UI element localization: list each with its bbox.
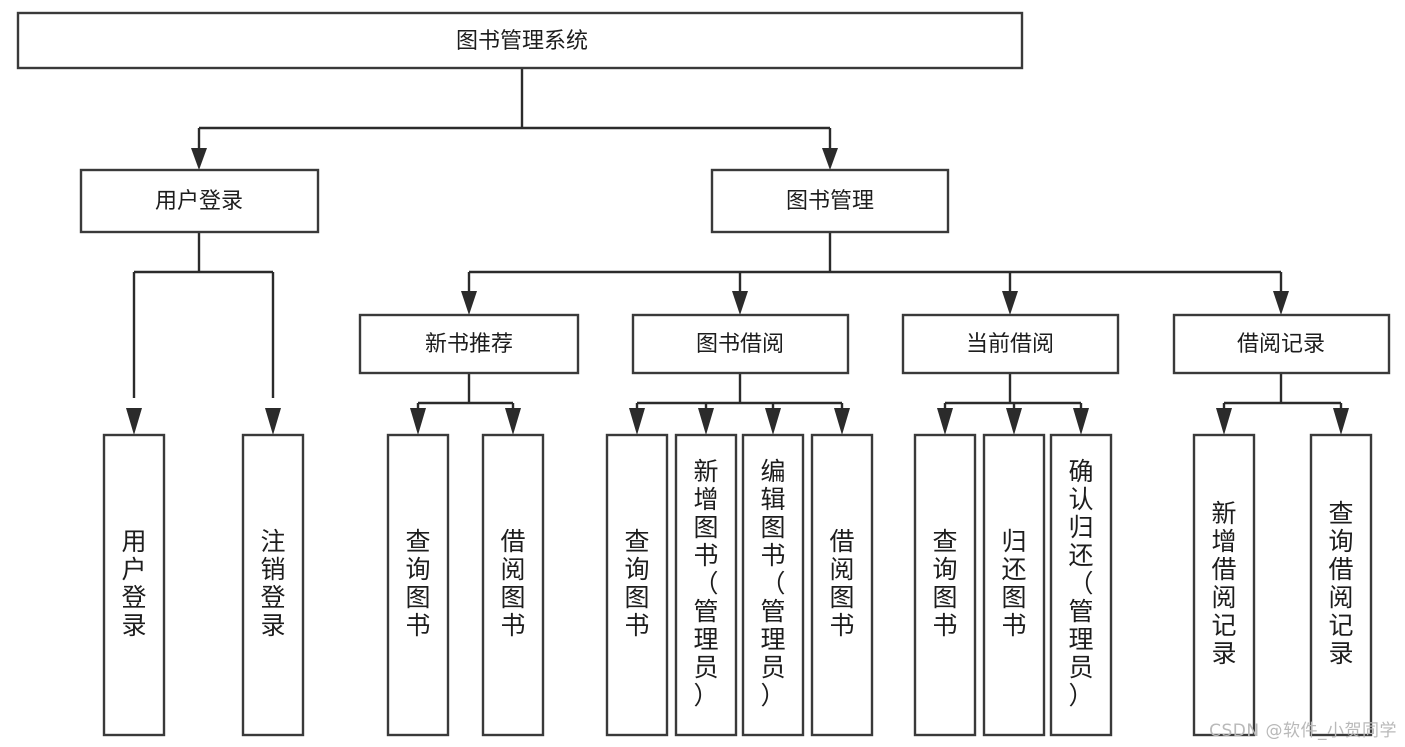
leaf-borrow-book-2-box[interactable] xyxy=(810,433,874,737)
leaf-confirm-return[interactable]: 确认归还（管理员） xyxy=(1049,433,1113,737)
arrow-bm-to-recommend xyxy=(461,291,477,315)
leaf-query-book-2-label: 查询图书 xyxy=(624,527,649,640)
node-root[interactable]: 图书管理系统 xyxy=(16,11,1024,70)
node-borrow-record-label: 借阅记录 xyxy=(1237,332,1325,357)
arrow-recommend-l2 xyxy=(505,408,521,435)
node-book-borrow[interactable]: 图书借阅 xyxy=(631,313,850,375)
arrow-record-l1 xyxy=(1216,408,1232,435)
leaf-query-book-1[interactable]: 查询图书 xyxy=(386,433,450,737)
leaf-borrow-book-1[interactable]: 借阅图书 xyxy=(481,433,545,737)
node-current-borrow[interactable]: 当前借阅 xyxy=(901,313,1120,375)
leaf-add-book[interactable]: 新增图书（管理员） xyxy=(674,433,738,737)
arrow-user-login-l1 xyxy=(126,408,142,435)
leaf-user-login[interactable]: 用户登录 xyxy=(102,433,166,737)
leaf-borrow-book-1-box[interactable] xyxy=(481,433,545,737)
leaf-query-book-1-label: 查询图书 xyxy=(405,527,430,640)
leaf-query-record[interactable]: 查询借阅记录 xyxy=(1309,433,1373,737)
leaf-query-record-label: 查询借阅记录 xyxy=(1328,499,1353,668)
node-new-book-recommend-label: 新书推荐 xyxy=(425,332,513,357)
node-current-borrow-label: 当前借阅 xyxy=(966,332,1054,357)
leaf-add-record-box[interactable] xyxy=(1192,433,1256,737)
leaf-borrow-book-2[interactable]: 借阅图书 xyxy=(810,433,874,737)
arrow-current-l2 xyxy=(1006,408,1022,435)
leaf-edit-book-label: 编辑图书（管理员） xyxy=(760,457,785,710)
leaf-query-book-1-box[interactable] xyxy=(386,433,450,737)
node-book-borrow-box[interactable] xyxy=(631,313,850,375)
leaf-logout-login-box[interactable] xyxy=(241,433,305,737)
arrow-current-l3 xyxy=(1073,408,1089,435)
leaf-return-book-box[interactable] xyxy=(982,433,1046,737)
leaf-add-book-box[interactable] xyxy=(674,433,738,737)
arrow-bm-to-current xyxy=(1002,291,1018,315)
leaf-add-record-label: 新增借阅记录 xyxy=(1211,499,1236,668)
leaf-add-record[interactable]: 新增借阅记录 xyxy=(1192,433,1256,737)
leaf-add-book-label: 新增图书（管理员） xyxy=(693,457,718,710)
arrow-bm-to-borrow xyxy=(732,291,748,315)
leaf-query-book-2[interactable]: 查询图书 xyxy=(605,433,669,737)
leaf-edit-book[interactable]: 编辑图书（管理员） xyxy=(741,433,805,737)
node-borrow-record-box[interactable] xyxy=(1172,313,1391,375)
arrow-user-login-l2 xyxy=(265,408,281,435)
arrow-borrow-l4 xyxy=(834,408,850,435)
node-new-book-recommend-box[interactable] xyxy=(358,313,580,375)
leaf-user-login-box[interactable] xyxy=(102,433,166,737)
leaf-query-record-box[interactable] xyxy=(1309,433,1373,737)
arrow-borrow-l1 xyxy=(629,408,645,435)
node-borrow-record[interactable]: 借阅记录 xyxy=(1172,313,1391,375)
arrow-root-to-book-manage xyxy=(822,148,838,170)
leaf-query-book-3[interactable]: 查询图书 xyxy=(913,433,977,737)
arrow-root-to-user-login xyxy=(191,148,207,170)
leaf-return-book[interactable]: 归还图书 xyxy=(982,433,1046,737)
leaf-query-book-2-box[interactable] xyxy=(605,433,669,737)
node-current-borrow-box[interactable] xyxy=(901,313,1120,375)
leaf-confirm-return-box[interactable] xyxy=(1049,433,1113,737)
node-user-login-label: 用户登录 xyxy=(155,189,243,214)
node-book-manage-box[interactable] xyxy=(710,168,950,234)
node-book-manage[interactable]: 图书管理 xyxy=(710,168,950,234)
connector-layer xyxy=(126,68,1349,435)
arrow-current-l1 xyxy=(937,408,953,435)
leaf-query-book-3-label: 查询图书 xyxy=(932,527,957,640)
leaf-logout-login-label: 注销登录 xyxy=(260,527,285,640)
node-root-label: 图书管理系统 xyxy=(456,29,588,54)
arrow-bm-to-record xyxy=(1273,291,1289,315)
node-book-borrow-label: 图书借阅 xyxy=(696,332,784,357)
arrow-borrow-l2 xyxy=(698,408,714,435)
node-user-login-box[interactable] xyxy=(79,168,320,234)
arrow-record-l2 xyxy=(1333,408,1349,435)
node-book-manage-label: 图书管理 xyxy=(786,189,874,214)
leaf-confirm-return-label: 确认归还（管理员） xyxy=(1068,457,1093,710)
leaf-logout-login[interactable]: 注销登录 xyxy=(241,433,305,737)
csdn-watermark: CSDN @软件_小贺同学 xyxy=(1209,721,1397,741)
leaf-borrow-book-1-label: 借阅图书 xyxy=(500,527,525,640)
node-root-box[interactable] xyxy=(16,11,1024,70)
leaf-query-book-3-box[interactable] xyxy=(913,433,977,737)
leaf-return-book-label: 归还图书 xyxy=(1001,527,1026,640)
arrow-borrow-l3 xyxy=(765,408,781,435)
leaf-user-login-label: 用户登录 xyxy=(121,527,146,640)
node-user-login[interactable]: 用户登录 xyxy=(79,168,320,234)
leaf-borrow-book-2-label: 借阅图书 xyxy=(829,527,854,640)
arrow-recommend-l1 xyxy=(410,408,426,435)
leaf-edit-book-box[interactable] xyxy=(741,433,805,737)
node-new-book-recommend[interactable]: 新书推荐 xyxy=(358,313,580,375)
